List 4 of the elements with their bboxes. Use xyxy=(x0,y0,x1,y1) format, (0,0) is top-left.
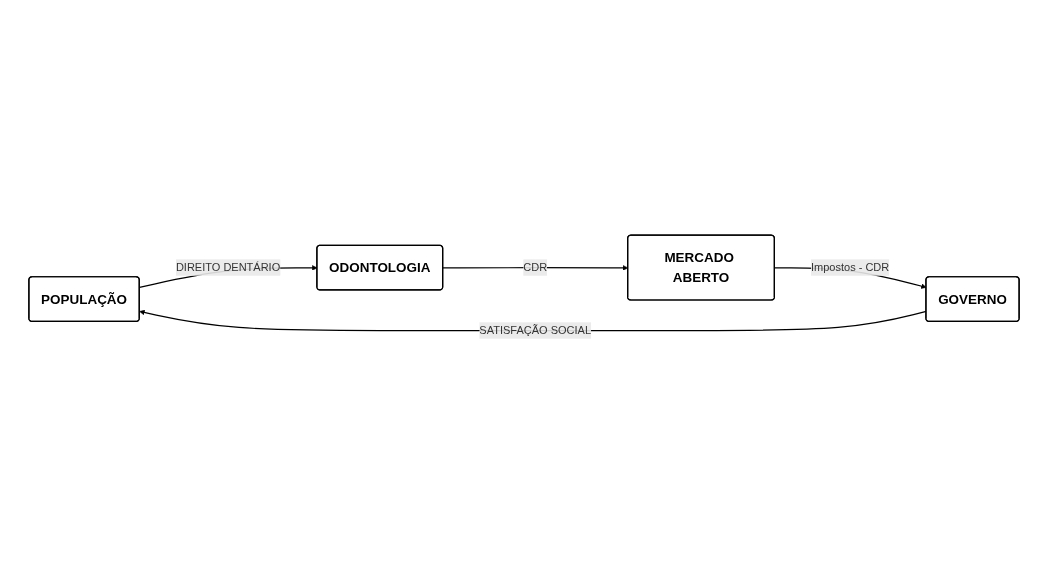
edge-label: SATISFAÇÃO SOCIAL xyxy=(478,324,591,337)
edge-label: CDR xyxy=(522,261,547,274)
edge-label: DIREITO DENTÁRIO xyxy=(175,261,280,274)
edge-label: Impostos - CDR xyxy=(810,261,889,274)
